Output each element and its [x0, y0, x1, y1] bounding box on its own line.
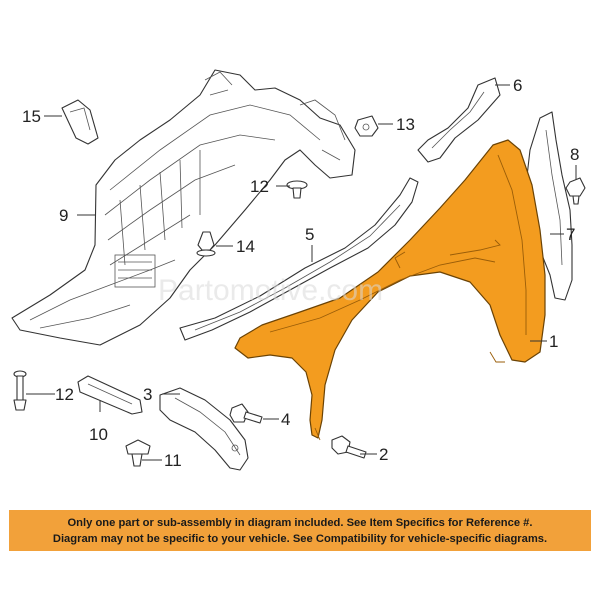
clip-part-8	[565, 177, 586, 205]
front-fender-part	[234, 139, 546, 441]
bracket-part-15	[61, 99, 99, 145]
callout-4: 4	[281, 410, 290, 429]
nut-part-13	[354, 115, 379, 137]
callout-6: 6	[513, 76, 522, 95]
callout-3: 3	[143, 385, 152, 404]
leader-lines	[26, 84, 577, 461]
callout-12-upper: 12	[250, 177, 269, 196]
clip-part-11	[125, 439, 151, 467]
callout-11: 11	[164, 451, 182, 470]
bracket-part-10	[77, 375, 143, 415]
callout-5: 5	[305, 225, 314, 244]
bolt-part-2	[331, 435, 367, 459]
callout-15: 15	[22, 107, 41, 126]
callout-labels: 1 2 3 4 5 6 7 8 9 10 11 12 12 13 14 15	[22, 76, 579, 470]
watermark-text: Partomotive.com	[158, 274, 383, 307]
clip-part-12-upper	[286, 180, 308, 199]
callout-9: 9	[59, 206, 68, 225]
bracket-part-3	[159, 387, 249, 471]
disclaimer-line-1: Only one part or sub-assembly in diagram…	[67, 516, 533, 529]
fender-liner-part	[11, 69, 356, 346]
bolt-part-4	[229, 403, 263, 424]
bracket-part-6	[417, 77, 501, 163]
clip-part-14	[196, 231, 216, 257]
callout-1: 1	[549, 332, 558, 351]
callout-14: 14	[236, 237, 255, 256]
clip-part-12-lower	[13, 370, 27, 411]
callout-12-lower: 12	[55, 385, 74, 404]
disclaimer-banner: Only one part or sub-assembly in diagram…	[9, 510, 591, 551]
rail-bracket-part-5	[179, 177, 419, 341]
callout-10: 10	[89, 425, 108, 444]
callout-2: 2	[379, 445, 388, 464]
disclaimer-line-2: Diagram may not be specific to your vehi…	[52, 532, 548, 545]
callout-8: 8	[570, 145, 579, 164]
callout-13: 13	[396, 115, 415, 134]
callout-7: 7	[566, 225, 575, 244]
